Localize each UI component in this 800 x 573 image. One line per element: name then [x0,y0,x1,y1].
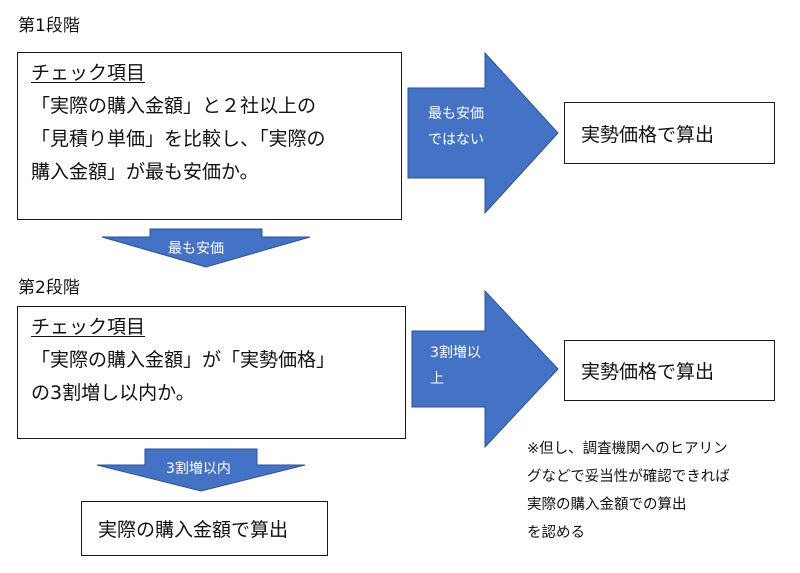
stage1-check-heading: チェック項目 [31,62,146,84]
note-line: を認める [527,525,585,541]
stage2-result-box: 実勢価格で算出 [564,340,775,401]
stage1-right-arrow-label-line: 最も安価 [428,106,484,122]
stage2-right-arrow-label-line: 上 [430,371,444,387]
stage1-down-arrow [101,228,311,268]
stage2-check-line: 「実際の購入金額」が「実勢価格」 [31,349,336,371]
stage2-down-arrow [96,448,306,492]
stage2-down-arrow-label: 3割増以内 [166,461,231,477]
stage2-check-box: チェック項目 「実際の購入金額」が「実勢価格」 の3割増し以内か。 [17,306,406,439]
stage1-down-arrow-label: 最も安価 [168,241,224,257]
stage2-title: 第2段階 [18,278,80,298]
stage2-right-arrow [411,289,559,449]
stage2-result-text: 実勢価格で算出 [581,361,715,383]
stage2-right-arrow-label-line: 3割増以 [430,345,481,361]
stage1-right-arrow [407,51,559,215]
stage1-check-line: 購入金額」が最も安価か。 [31,161,259,183]
final-result-text: 実際の購入金額で算出 [98,519,289,541]
stage1-right-arrow-label-line: ではない [428,132,484,148]
stage1-result-text: 実勢価格で算出 [581,123,715,146]
stage2-right-arrow-label: 3割増以 上 [430,340,481,392]
stage2-check-line: の3割増し以内か。 [31,382,195,404]
final-result-box: 実際の購入金額で算出 [81,501,328,556]
note-line: ※但し、調査機関へのヒアリン [527,441,728,457]
note-line: 実際の購入金額での算出 [527,497,687,513]
note-line: グなどで妥当性が確認できれば [527,469,730,485]
stage1-result-box: 実勢価格で算出 [564,102,775,164]
stage1-title: 第1段階 [18,16,80,36]
stage2-check-heading: チェック項目 [31,316,146,338]
stage1-check-box: チェック項目 「実際の購入金額」と２社以上の 「見積り単価」を比較し、「実際の … [17,52,402,220]
stage1-check-line: 「見積り単価」を比較し、「実際の [31,128,326,150]
stage1-right-arrow-label: 最も安価 ではない [428,101,484,153]
stage1-check-line: 「実際の購入金額」と２社以上の [31,95,317,117]
exception-note: ※但し、調査機関へのヒアリン グなどで妥当性が確認できれば 実際の購入金額での算… [527,435,730,547]
